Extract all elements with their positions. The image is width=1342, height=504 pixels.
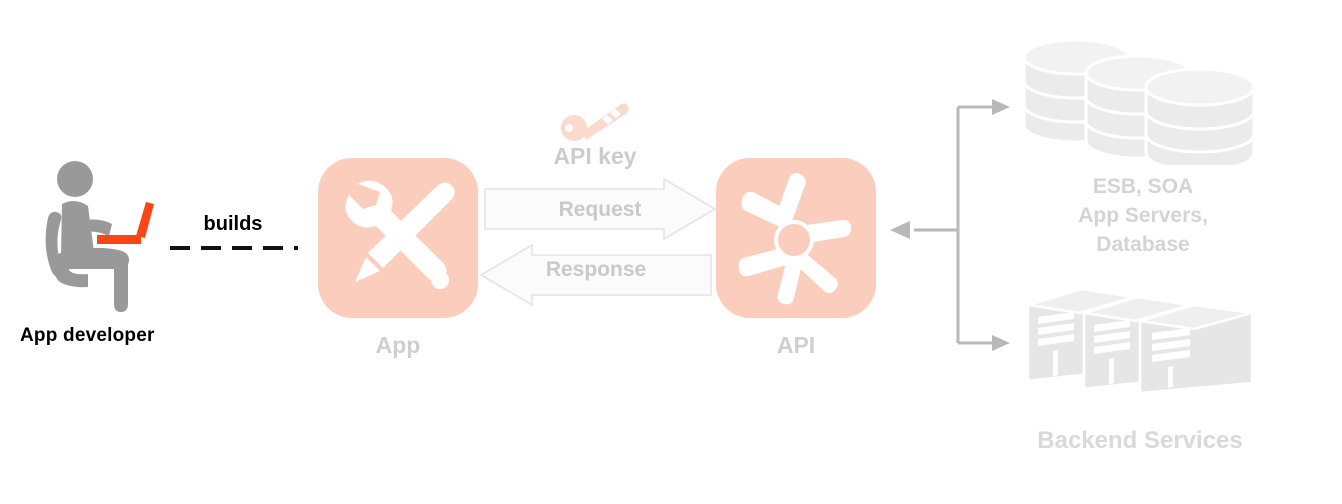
app-node-label: App	[375, 332, 421, 358]
app-node-tile[interactable]	[318, 158, 478, 318]
backend-upper-label-line-1: ESB, SOA	[1092, 175, 1194, 198]
backend-services-label: Backend Services	[1037, 427, 1243, 454]
response-arrow-label: Response	[545, 258, 647, 281]
backend-upper-label-line-3: Database	[1096, 233, 1190, 256]
api-star-burst-icon	[738, 173, 852, 305]
api-node-tile[interactable]	[716, 158, 876, 318]
arrowhead-to-api	[890, 221, 910, 239]
request-arrow-label: Request	[558, 198, 642, 221]
arrowhead-to-database	[992, 99, 1010, 115]
arrowhead-to-servers	[992, 335, 1010, 351]
backend-connector-lines	[890, 85, 1010, 365]
key-icon	[560, 100, 630, 142]
builds-connector-label: builds	[203, 213, 263, 235]
request-arrow	[484, 177, 717, 241]
developer-label: App developer	[20, 325, 155, 346]
seated-developer-with-laptop-icon	[40, 160, 170, 315]
backend-upper-label: ESB, SOA App Servers, Database	[1008, 172, 1278, 259]
builds-dashed-line	[170, 246, 298, 250]
api-node-label: API	[776, 332, 816, 358]
server-rack-icon	[1022, 283, 1262, 395]
backend-upper-label-line-2: App Servers,	[1078, 204, 1208, 227]
database-stack-icon	[1018, 35, 1268, 173]
wrench-and-pencil-icon	[345, 180, 455, 289]
response-arrow	[479, 243, 712, 307]
api-key-label: API key	[553, 143, 637, 169]
